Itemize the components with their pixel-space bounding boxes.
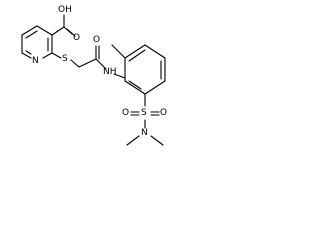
benzene-ring (124, 44, 166, 95)
thioether-sulfur-label: S (62, 54, 68, 64)
bond (124, 80, 146, 95)
bond (21, 25, 38, 36)
sulfonyl-oxygen-right-label: O (160, 108, 167, 118)
methyl-bond (111, 44, 126, 59)
dimethylamino-nitrogen-label: N (141, 128, 148, 138)
bond (42, 52, 53, 59)
amide-nh-label: NH (103, 67, 117, 77)
thioether-linker (51, 52, 97, 68)
bond (51, 52, 62, 59)
carboxylic-acid-group (51, 14, 76, 37)
double-bond-inner (128, 49, 146, 62)
bond (51, 26, 65, 36)
pyridine-ring (21, 25, 53, 59)
sulfonamide-group (126, 93, 164, 146)
hydroxyl-label: OH (58, 5, 72, 15)
double-bond-inner (66, 28, 76, 37)
double-bond-inner (25, 50, 32, 55)
pyridine-nitrogen-label: N (32, 56, 39, 66)
bond (36, 25, 53, 36)
bond (124, 44, 146, 59)
bond (150, 135, 164, 146)
carboxyl-oxygen-label: O (73, 33, 80, 43)
bond (78, 58, 97, 68)
bond (113, 73, 126, 79)
bond (95, 58, 107, 70)
bond (126, 135, 140, 146)
sulfonyl-oxygen-left-label: O (122, 108, 129, 118)
double-bond-inner (128, 80, 142, 90)
bond (144, 44, 166, 59)
sulfonyl-sulfur-label: S (141, 108, 147, 118)
chemical-structure-diagram: OH O N S O NH S O O N (21, 5, 167, 146)
bond (144, 80, 166, 95)
amide-oxygen-label: O (93, 35, 100, 45)
bond (70, 59, 80, 68)
bond (21, 52, 32, 59)
amide-group (95, 45, 126, 79)
double-bond-inner (25, 30, 38, 39)
